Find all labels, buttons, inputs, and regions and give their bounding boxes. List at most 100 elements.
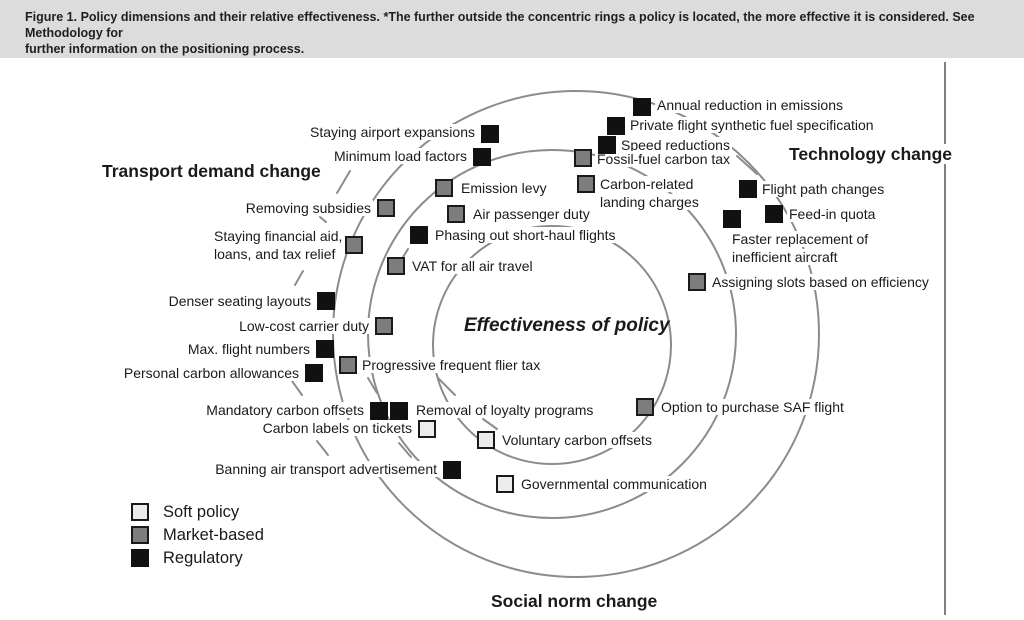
figure-caption: Figure 1. Policy dimensions and their re… <box>0 0 1024 58</box>
policy-marker-emission-levy <box>435 179 453 197</box>
policy-marker-max-flight-numbers <box>316 340 334 358</box>
policy-label-max-flight-numbers: Max. flight numbers <box>150 341 312 359</box>
policy-marker-faster-replacement-of-inefficient-aircra <box>723 210 741 228</box>
policy-marker-fossil-fuel-carbon-tax <box>574 149 592 167</box>
leader-line <box>316 440 329 456</box>
policy-marker-carbon-related-landing-charges <box>577 175 595 193</box>
legend-item-regulatory: Regulatory <box>131 549 264 567</box>
policy-marker-mandatory-carbon-offsets <box>370 402 388 420</box>
policy-label-vat-for-all-air-travel: VAT for all air travel <box>410 258 535 276</box>
leader-line <box>294 270 304 286</box>
policy-label-text: Staying financial aid, loans, and tax re… <box>212 228 345 262</box>
policy-label-mandatory-carbon-offsets: Mandatory carbon offsets <box>150 402 366 420</box>
policy-label-assigning-slots-based-on-efficiency: Assigning slots based on efficiency <box>710 274 931 292</box>
policy-label-text: Fossil-fuel carbon tax <box>595 151 733 167</box>
legend-swatch-soft <box>131 503 149 521</box>
policy-label-text: Progressive frequent flier tax <box>360 357 543 373</box>
policy-marker-annual-reduction-in-emissions <box>633 98 651 116</box>
policy-label-text: Emission levy <box>459 180 549 196</box>
policy-label-staying-airport-expansions: Staying airport expansions <box>240 124 477 142</box>
policy-marker-staying-airport-expansions <box>481 125 499 143</box>
figure-caption-line2: further information on the positioning p… <box>25 42 305 56</box>
leader-line <box>336 170 351 194</box>
legend-label: Soft policy <box>163 503 240 521</box>
leader-line <box>437 377 456 396</box>
policy-label-personal-carbon-allowances: Personal carbon allowances <box>100 365 301 383</box>
policy-label-text: Removing subsidies <box>243 200 373 216</box>
dimension-label: Social norm change <box>489 591 660 611</box>
policy-marker-phasing-out-short-haul-flights <box>410 226 428 244</box>
policy-label-text: Annual reduction in emissions <box>655 97 845 113</box>
policy-label-text: Option to purchase SAF flight <box>659 399 846 415</box>
policy-marker-banning-air-transport-advertisement <box>443 461 461 479</box>
policy-label-carbon-labels-on-tickets: Carbon labels on tickets <box>200 420 414 438</box>
policy-label-text: Max. flight numbers <box>185 341 312 357</box>
policy-label-text: Carbon-related landing charges <box>598 176 701 210</box>
legend-label: Market-based <box>163 526 264 544</box>
policy-marker-governmental-communication <box>496 475 514 493</box>
policy-label-voluntary-carbon-offsets: Voluntary carbon offsets <box>500 432 654 450</box>
policy-marker-speed-reductions <box>598 136 616 154</box>
effectiveness-ring <box>432 225 672 465</box>
dimension-label: Technology change <box>787 144 955 164</box>
policy-label-text: VAT for all air travel <box>410 258 535 274</box>
policy-label-speed-reductions: Speed reductions <box>619 137 732 155</box>
leader-line <box>319 216 327 223</box>
policy-marker-removal-of-loyalty-programs <box>390 402 408 420</box>
policy-label-text: Voluntary carbon offsets <box>500 432 654 448</box>
leader-line <box>398 442 412 458</box>
policy-label-text: Governmental communication <box>519 476 709 492</box>
legend-swatch-regulatory <box>131 549 149 567</box>
policy-label-denser-seating-layouts: Denser seating layouts <box>140 293 313 311</box>
policy-marker-minimum-load-factors <box>473 148 491 166</box>
policy-label-text: Low-cost carrier duty <box>237 318 371 334</box>
policy-marker-removing-subsidies <box>377 199 395 217</box>
effectiveness-center-label: Effectiveness of policy <box>464 315 670 336</box>
policy-label-text: Feed-in quota <box>787 206 878 222</box>
policy-label-text: Private flight synthetic fuel specificat… <box>628 117 876 133</box>
policy-marker-private-flight-synthetic-fuel-specificat <box>607 117 625 135</box>
dimension-transport-demand-change: Transport demand change <box>100 161 323 182</box>
policy-marker-assigning-slots-based-on-efficiency <box>688 273 706 291</box>
policy-marker-staying-financial-aid-loans-and-tax-reli <box>345 236 363 254</box>
policy-marker-carbon-labels-on-tickets <box>418 420 436 438</box>
policy-label-removal-of-loyalty-programs: Removal of loyalty programs <box>414 402 596 420</box>
policy-label-text: Minimum load factors <box>331 148 469 164</box>
policy-label-text: Assigning slots based on efficiency <box>710 274 931 290</box>
policy-marker-voluntary-carbon-offsets <box>477 431 495 449</box>
dimension-label: Transport demand change <box>100 161 323 181</box>
policy-label-private-flight-synthetic-fuel-specificat: Private flight synthetic fuel specificat… <box>628 117 876 135</box>
policy-label-text: Staying airport expansions <box>308 124 477 140</box>
policy-label-carbon-related-landing-charges: Carbon-related landing charges <box>598 176 701 211</box>
dimension-technology-change: Technology change <box>787 144 955 165</box>
leader-line <box>291 380 303 396</box>
policy-marker-flight-path-changes <box>739 180 757 198</box>
policy-label-faster-replacement-of-inefficient-aircra: Faster replacement of inefficient aircra… <box>730 231 871 266</box>
policy-label-removing-subsidies: Removing subsidies <box>180 200 373 218</box>
dimension-social-norm-change: Social norm change <box>489 591 660 612</box>
policy-label-feed-in-quota: Feed-in quota <box>787 206 878 224</box>
leader-line <box>482 418 498 430</box>
leader-line <box>402 248 409 258</box>
legend-item-soft: Soft policy <box>131 503 264 521</box>
policy-marker-option-to-purchase-saf-flight <box>636 398 654 416</box>
policy-label-text: Denser seating layouts <box>166 293 313 309</box>
policy-marker-progressive-frequent-flier-tax <box>339 356 357 374</box>
policy-label-text: Removal of loyalty programs <box>414 402 596 418</box>
policy-marker-personal-carbon-allowances <box>305 364 323 382</box>
policy-label-progressive-frequent-flier-tax: Progressive frequent flier tax <box>360 357 543 375</box>
effectiveness-ring <box>332 90 820 578</box>
policy-label-annual-reduction-in-emissions: Annual reduction in emissions <box>655 97 845 115</box>
policy-label-text: Air passenger duty <box>471 206 592 222</box>
policy-label-text: Faster replacement of inefficient aircra… <box>730 231 871 265</box>
policy-marker-feed-in-quota <box>765 205 783 223</box>
policy-label-minimum-load-factors: Minimum load factors <box>240 148 469 166</box>
policy-label-staying-financial-aid-loans-and-tax-reli: Staying financial aid, loans, and tax re… <box>212 228 345 263</box>
policy-label-phasing-out-short-haul-flights: Phasing out short-haul flights <box>433 227 618 245</box>
policy-label-emission-levy: Emission levy <box>459 180 549 198</box>
policy-label-text: Speed reductions <box>619 137 732 153</box>
policy-label-banning-air-transport-advertisement: Banning air transport advertisement <box>150 461 439 479</box>
policy-label-text: Flight path changes <box>760 181 887 197</box>
figure-caption-line1: Figure 1. Policy dimensions and their re… <box>25 10 975 40</box>
policy-label-flight-path-changes: Flight path changes <box>760 181 887 199</box>
